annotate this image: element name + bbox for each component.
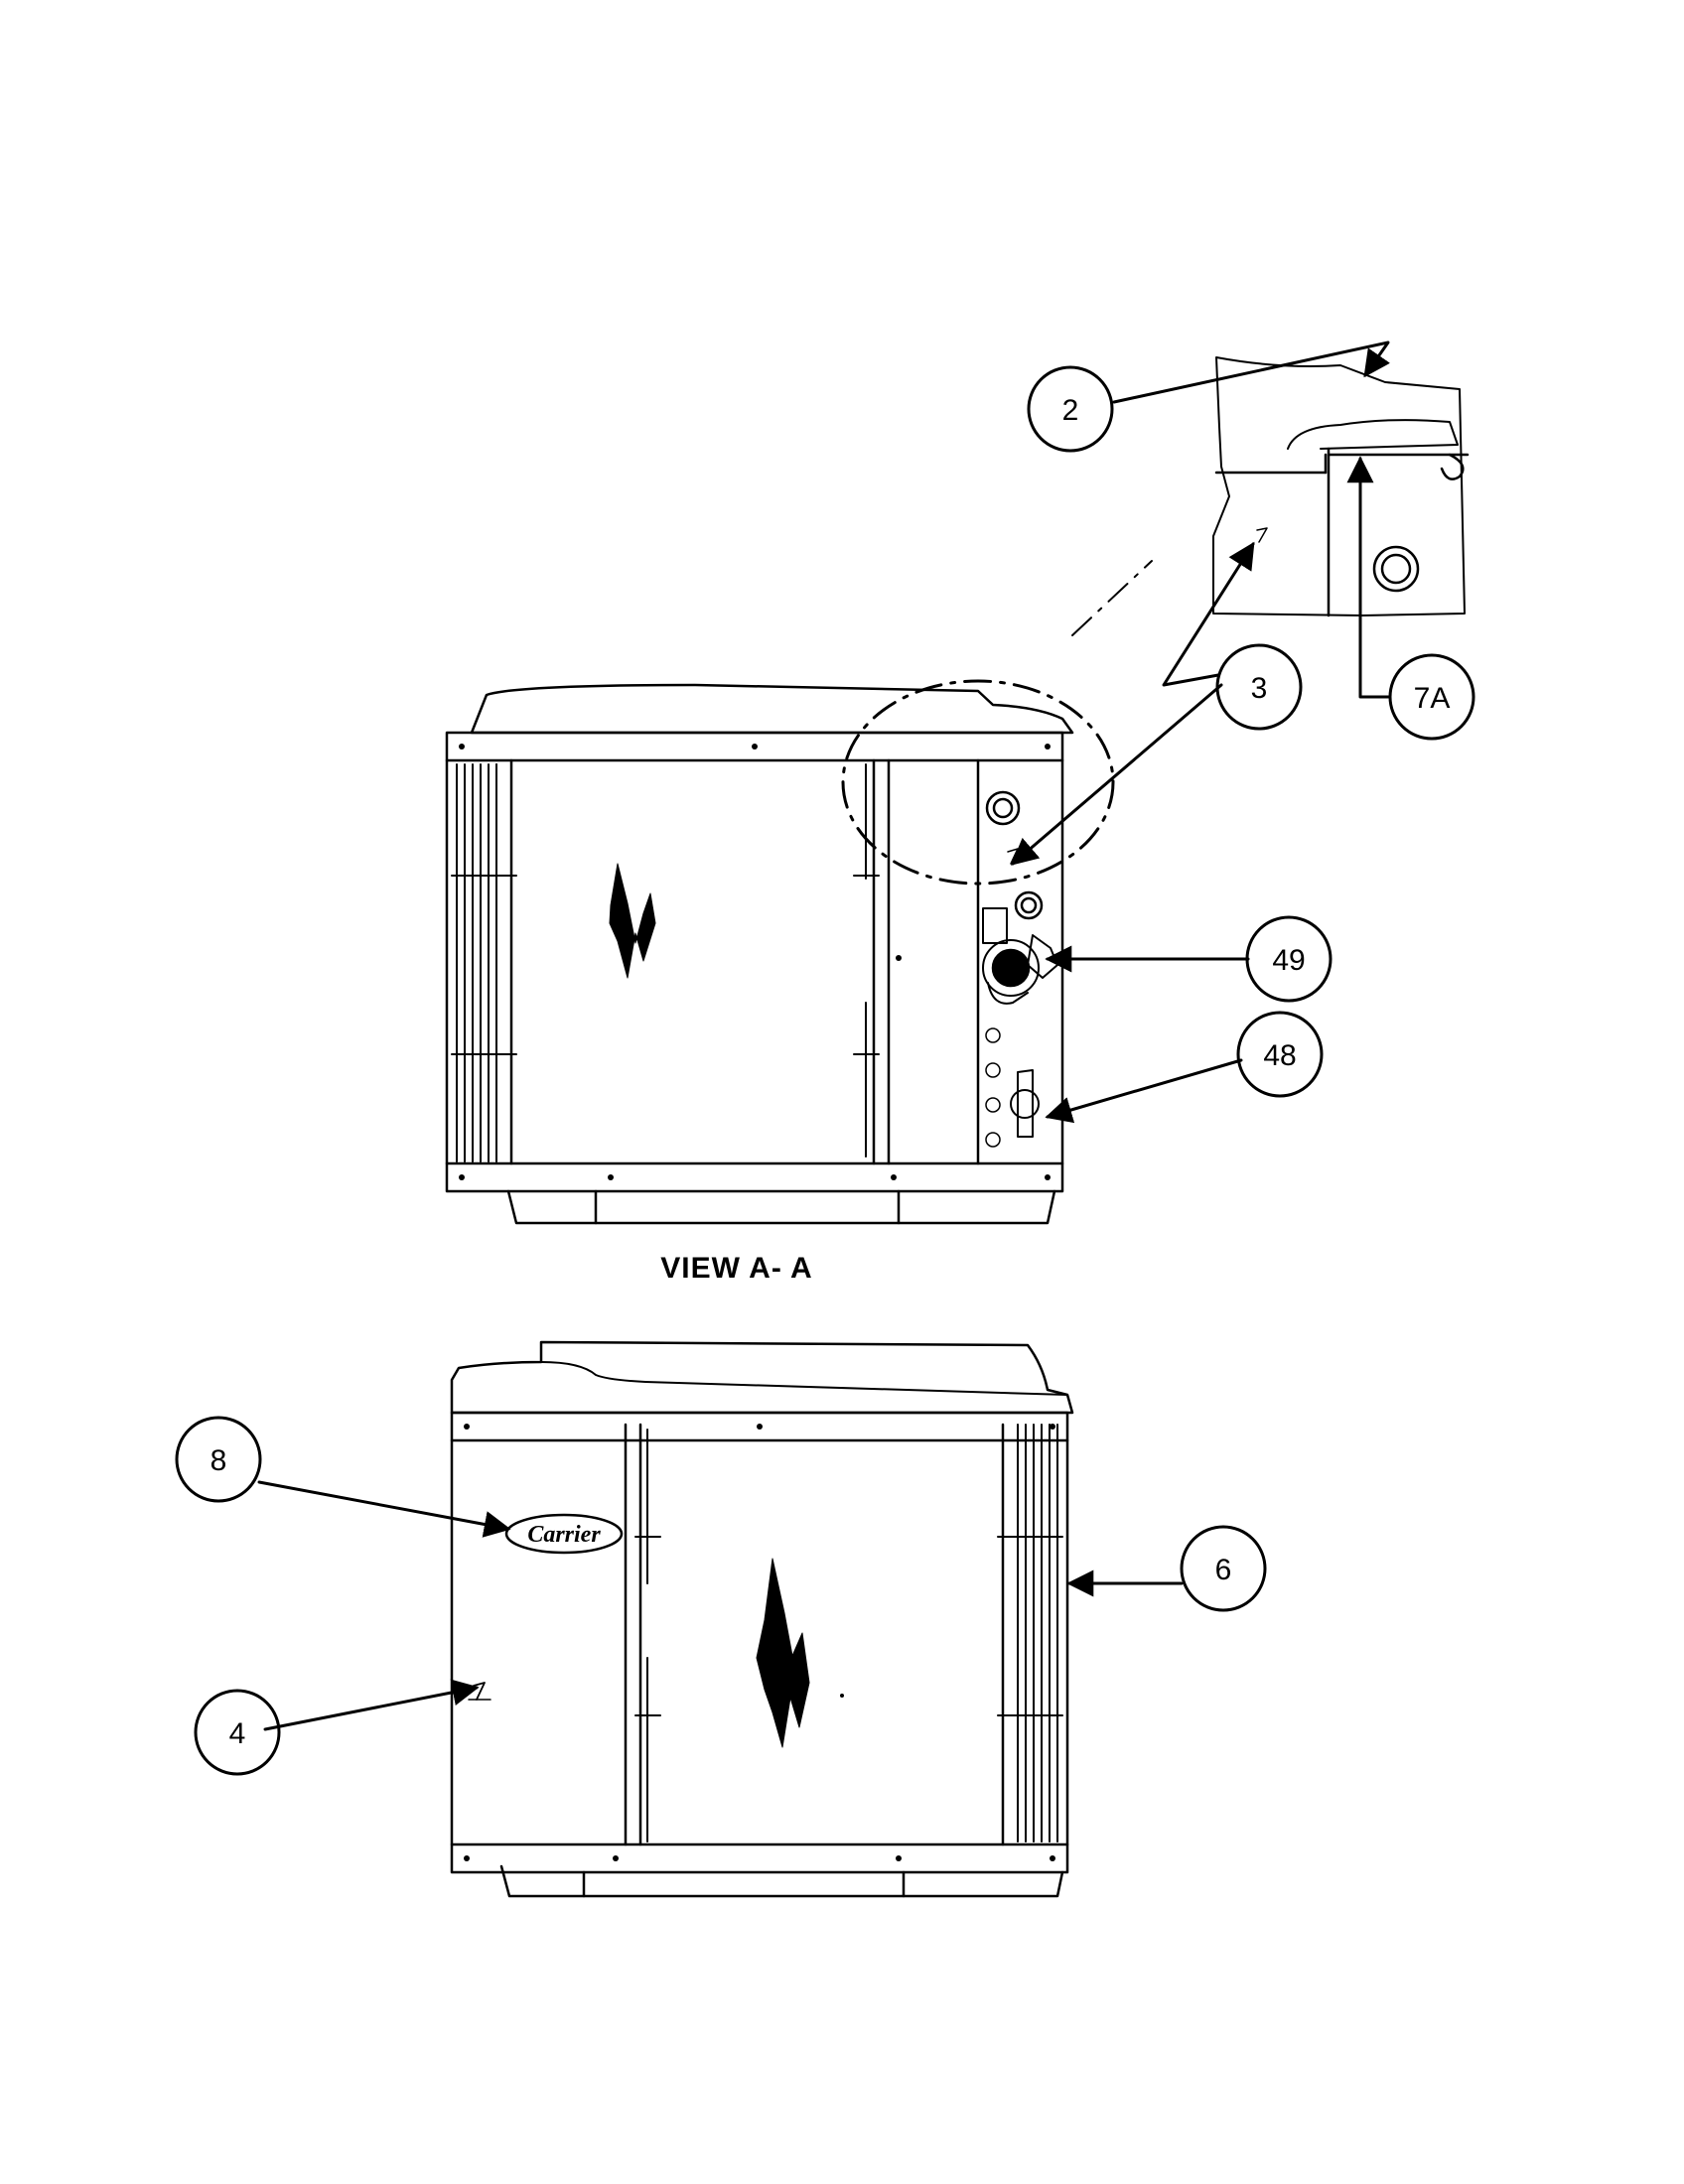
callout-49-circle: [1245, 915, 1333, 1003]
detail-section-line: [1071, 560, 1153, 636]
callout-2-label: 2: [1062, 394, 1079, 427]
callout-4-label: 4: [229, 1717, 246, 1750]
callout-48-circle: [1236, 1011, 1324, 1098]
callout-6-label: 6: [1215, 1554, 1232, 1586]
callout-2-circle: [1027, 365, 1114, 453]
leader-lines: [257, 341, 1392, 1731]
left-coil-grille: [451, 763, 517, 1162]
callout-49-label: 49: [1272, 944, 1305, 977]
unit-front-view: [450, 1340, 1074, 1898]
callout-7a-circle: [1388, 653, 1475, 741]
callout-bubbles: [175, 365, 1475, 1776]
callout-3-circle: [1215, 643, 1303, 731]
unit-view-a-a: [445, 679, 1115, 1225]
callout-8-label: 8: [210, 1444, 227, 1477]
callout-8-circle: [175, 1416, 262, 1503]
view-title: VIEW A- A: [660, 1252, 812, 1285]
callout-7a-label: 7A: [1414, 682, 1451, 715]
carrier-logo-text: Carrier: [527, 1522, 601, 1548]
callout-6-circle: [1180, 1525, 1267, 1612]
fan-grille-logo: [609, 863, 656, 979]
detail-view: [1071, 356, 1470, 636]
callout-3-label: 3: [1251, 672, 1268, 705]
knockout-column: [985, 1027, 1001, 1148]
callout-48-label: 48: [1263, 1039, 1296, 1072]
callout-4-circle: [194, 1689, 281, 1776]
detail-circle: [841, 679, 1115, 886]
right-coil-grille: [997, 1424, 1063, 1843]
fan-grille-logo-lower: [756, 1558, 810, 1748]
